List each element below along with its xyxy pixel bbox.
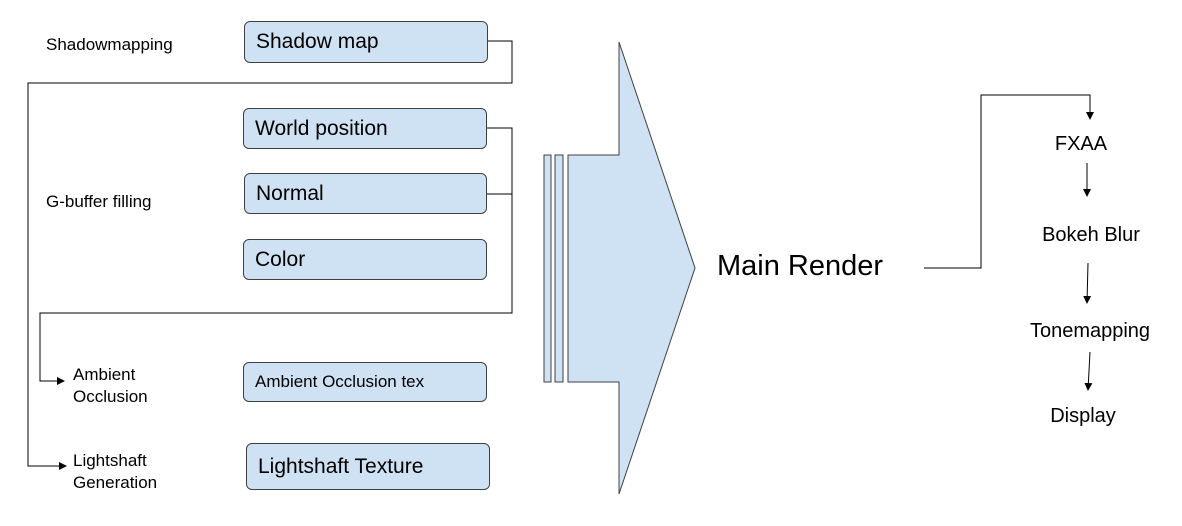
- post-tonemapping: Tonemapping: [1029, 320, 1151, 342]
- post-fxaa: FXAA: [1054, 133, 1108, 155]
- ambient-occlusion-tex-box: Ambient Occlusion tex: [243, 362, 487, 402]
- stage-lightshaft: Lightshaft Generation: [73, 451, 158, 492]
- stage-gbuffer: G-buffer filling: [46, 192, 152, 211]
- tonemapping-to-display-arrow: [1084, 351, 1093, 391]
- main-render-to-fxaa-connector: [924, 94, 1094, 269]
- shadow-map-box: Shadow map: [244, 21, 488, 63]
- post-display: Display: [1050, 405, 1116, 427]
- main-render-arrow: [567, 41, 696, 495]
- shadow-map-connector: [27, 40, 513, 470]
- main-render-label: Main Render: [717, 250, 884, 282]
- gbuffer-bar-2: [554, 154, 564, 383]
- post-bokeh-blur: Bokeh Blur: [1042, 224, 1140, 246]
- stage-shadowmapping: Shadowmapping: [46, 35, 173, 54]
- gbuffer-bar-1: [543, 154, 552, 383]
- world-position-connector: [39, 127, 513, 385]
- lightshaft-texture-box: Lightshaft Texture: [246, 443, 490, 490]
- bokeh-to-tonemapping-arrow: [1083, 262, 1092, 304]
- world-position-box: World position: [243, 108, 487, 149]
- color-box: Color: [243, 239, 487, 280]
- normal-box: Normal: [244, 173, 487, 214]
- stage-ambient-occlusion: Ambient Occlusion: [73, 365, 148, 406]
